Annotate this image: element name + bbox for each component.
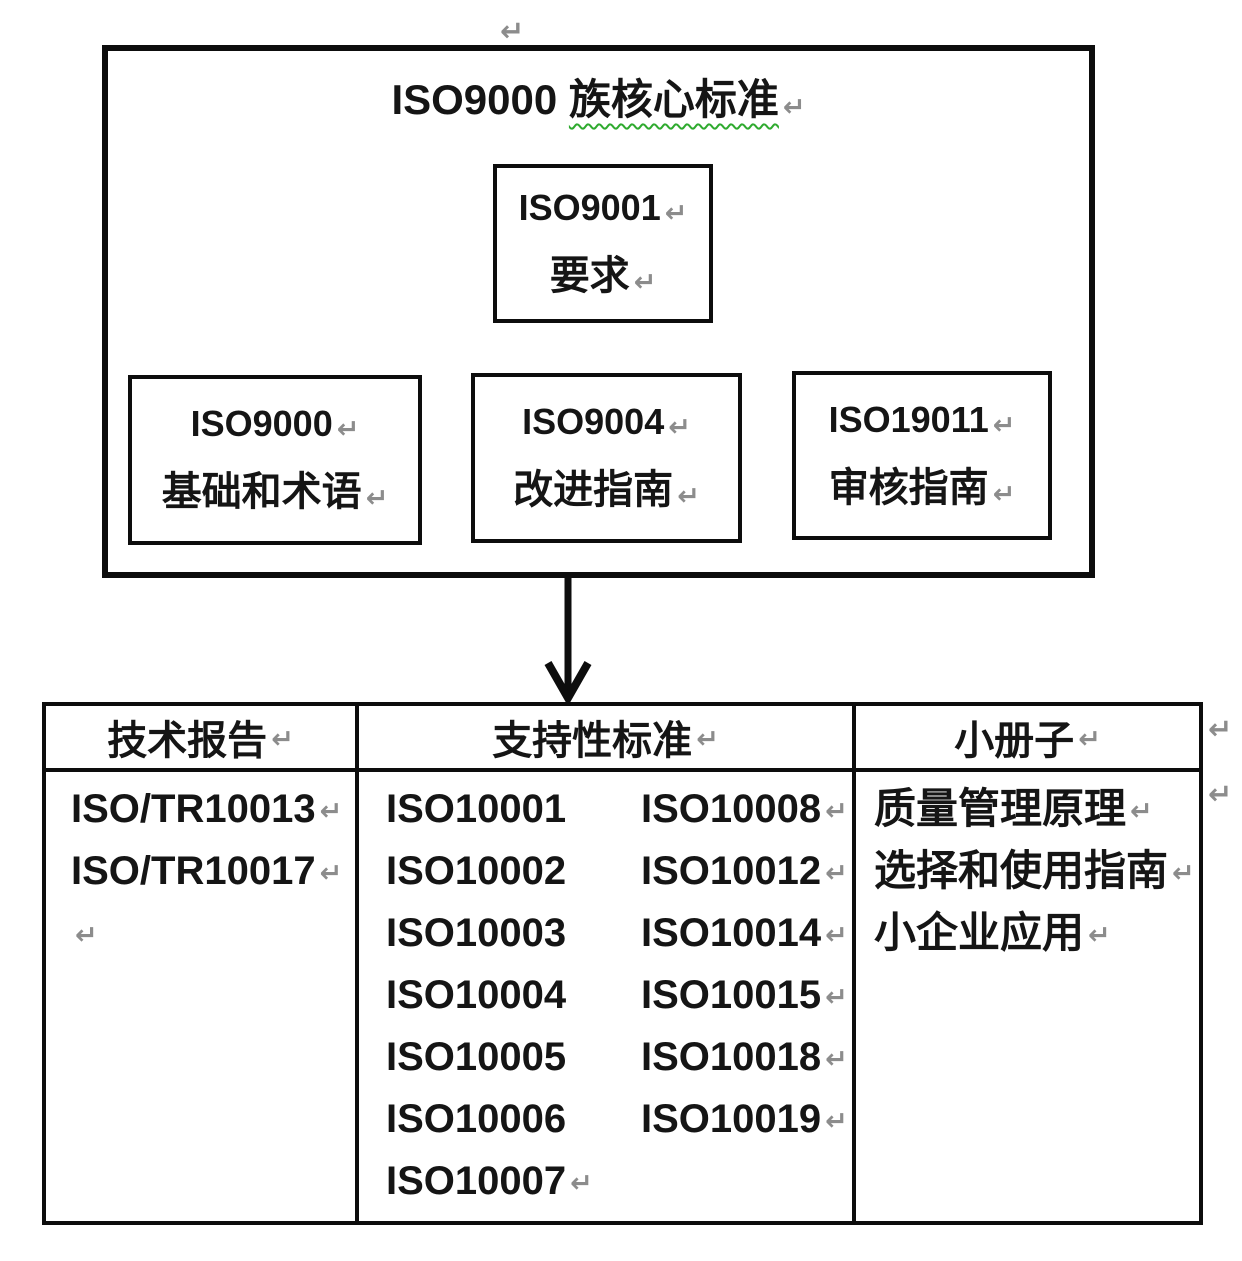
list-item: ISO10005 ISO10018↵ — [386, 1034, 852, 1096]
standard-number: ISO10005 — [386, 1035, 567, 1079]
standard-code: ISO9000 — [190, 403, 333, 444]
standard-label: 基础和术语 — [161, 470, 362, 514]
list-item: ISO10003 ISO10014↵ — [386, 910, 852, 972]
pilcrow-icon: ↵ — [365, 483, 389, 513]
header-booklets: 小册子↵ — [856, 706, 1199, 768]
pilcrow-icon: ↵ — [319, 796, 343, 826]
standard-number: ISO10008 — [641, 787, 822, 831]
booklet-title: 质量管理原理 — [874, 785, 1127, 832]
pilcrow-icon: ↵ — [677, 481, 700, 511]
standard-label: 改进指南 — [513, 468, 674, 512]
pilcrow-icon: ↵ — [825, 1106, 848, 1136]
pilcrow-icon: ↵ — [500, 16, 525, 48]
list-item: ↵ — [71, 910, 355, 972]
list-item: ISO/TR10017↵ — [71, 848, 355, 910]
pilcrow-icon: ↵ — [825, 1044, 848, 1074]
standards-table: 技术报告↵ 支持性标准↵ 小册子↵ ISO/TR10013↵ISO/TR1001… — [42, 702, 1203, 1225]
pilcrow-icon: ↵ — [570, 1168, 593, 1198]
standard-label: 要求 — [549, 253, 630, 298]
pilcrow-icon: ↵ — [271, 723, 294, 754]
pilcrow-icon: ↵ — [1078, 723, 1101, 754]
diagram-title: ISO9000 族核心标准↵ — [102, 66, 1095, 127]
standard-code: ISO9001 — [518, 186, 661, 228]
pilcrow-icon: ↵ — [992, 409, 1016, 440]
title-chinese: 族核心标准 — [568, 76, 779, 123]
pilcrow-icon: ↵ — [319, 858, 343, 888]
standard-box-iso9004: ISO9004↵ 改进指南↵ — [471, 373, 742, 543]
list-item: 质量管理原理↵ — [874, 786, 1199, 848]
header-tech-reports: 技术报告↵ — [46, 706, 359, 768]
header-supporting-standards: 支持性标准↵ — [359, 706, 856, 768]
title-latin: ISO9000 — [391, 76, 558, 123]
standard-number: ISO10004 — [386, 973, 567, 1017]
booklet-title: 选择和使用指南 — [874, 847, 1169, 894]
standard-number: ISO10007 — [386, 1159, 567, 1203]
header-label: 技术报告 — [107, 719, 268, 763]
down-arrow-icon — [544, 578, 592, 704]
pilcrow-icon: ↵ — [696, 723, 719, 754]
standard-number: ISO10018 — [641, 1035, 822, 1079]
table-header-row: 技术报告↵ 支持性标准↵ 小册子↵ — [46, 706, 1199, 772]
list-item: 选择和使用指南↵ — [874, 848, 1199, 910]
standard-number: ISO10014 — [641, 911, 822, 955]
pilcrow-icon: ↵ — [336, 414, 360, 444]
cell-booklets: 质量管理原理↵选择和使用指南↵小企业应用↵ — [856, 772, 1199, 1221]
list-item: ISO/TR10013↵ — [71, 786, 355, 848]
pilcrow-icon: ↵ — [992, 478, 1016, 509]
standard-number: ISO10019 — [641, 1097, 822, 1141]
standard-number: ISO10002 — [386, 849, 567, 893]
list-item: ISO10001 ISO10008↵ — [386, 786, 852, 848]
standard-box-iso9001: ISO9001↵ 要求↵ — [493, 164, 713, 323]
standard-number: ISO10006 — [386, 1097, 567, 1141]
list-item: ISO10002 ISO10012↵ — [386, 848, 852, 910]
standard-number: ISO/TR10013 — [71, 787, 316, 831]
standard-box-iso19011: ISO19011↵ 审核指南↵ — [792, 371, 1052, 540]
pilcrow-icon: ↵ — [664, 197, 688, 228]
cell-tech-reports: ISO/TR10013↵ISO/TR10017↵↵ — [46, 772, 359, 1221]
pilcrow-icon: ↵ — [633, 266, 657, 297]
pilcrow-icon: ↵ — [75, 920, 98, 950]
pilcrow-icon: ↵ — [1208, 779, 1233, 811]
standard-number: ISO/TR10017 — [71, 849, 316, 893]
standard-number: ISO10001 — [386, 787, 567, 831]
standard-code: ISO19011 — [828, 398, 989, 440]
standard-label: 审核指南 — [828, 465, 989, 510]
list-item: ISO10007↵ — [386, 1158, 852, 1220]
pilcrow-icon: ↵ — [1130, 796, 1153, 826]
pilcrow-icon: ↵ — [1172, 858, 1195, 888]
pilcrow-icon: ↵ — [1208, 714, 1233, 746]
standard-box-iso9000: ISO9000↵ 基础和术语↵ — [128, 375, 422, 545]
list-item: ISO10006 ISO10019↵ — [386, 1096, 852, 1158]
standard-number: ISO10003 — [386, 911, 567, 955]
pilcrow-icon: ↵ — [825, 982, 848, 1012]
header-label: 支持性标准 — [492, 719, 693, 763]
list-item: ISO10004 ISO10015↵ — [386, 972, 852, 1034]
booklet-title: 小企业应用 — [874, 909, 1085, 956]
standard-number: ISO10012 — [641, 849, 822, 893]
standard-code: ISO9004 — [522, 401, 665, 442]
pilcrow-icon: ↵ — [1088, 920, 1111, 950]
pilcrow-icon: ↵ — [825, 858, 848, 888]
pilcrow-icon: ↵ — [782, 92, 806, 122]
standard-number: ISO10015 — [641, 973, 822, 1017]
list-item: 小企业应用↵ — [874, 910, 1199, 972]
pilcrow-icon: ↵ — [668, 412, 691, 442]
header-label: 小册子 — [954, 719, 1075, 763]
pilcrow-icon: ↵ — [825, 920, 848, 950]
pilcrow-icon: ↵ — [825, 796, 848, 826]
